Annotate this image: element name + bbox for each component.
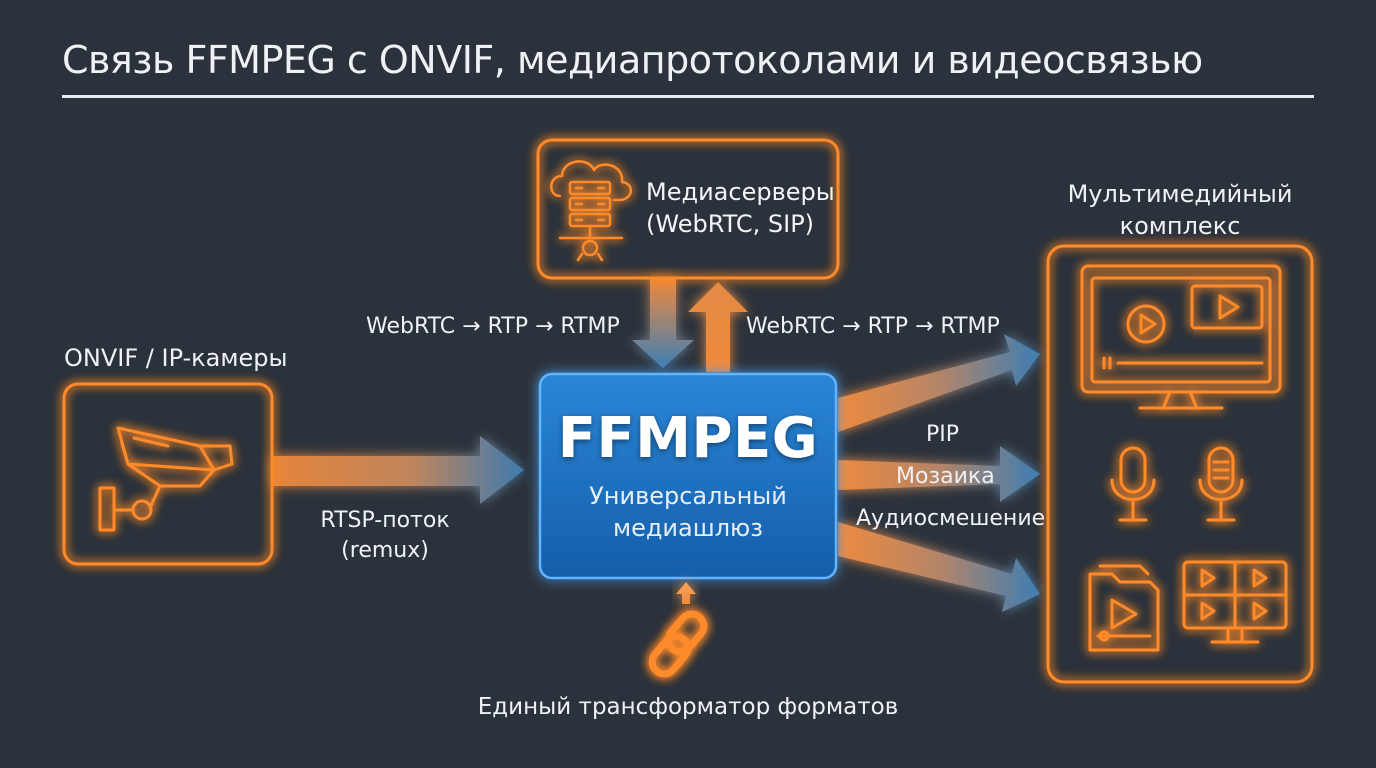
ffmpeg-subtitle-line1: Универсальный (589, 482, 787, 510)
complex-label: Мультимедийный комплекс (1048, 178, 1312, 243)
complex-label-line2: комплекс (1119, 212, 1241, 241)
page-title: Связь FFMPEG с ONVIF, медиапротоколами и… (62, 38, 1203, 82)
complex-label-line1: Мультимедийный (1067, 180, 1293, 208)
mediaserver-label-line2: (WebRTC, SIP) (646, 210, 815, 239)
rtsp-flow-label-line2: (remux) (341, 537, 429, 563)
ffmpeg-title: FFMPEG (557, 406, 819, 471)
webrtc-flow-label-left: WebRTC → RTP → RTMP (366, 314, 620, 339)
video-file-icon (1088, 564, 1160, 652)
arrow-ffmpeg-to-complex-top (838, 334, 1040, 432)
mosaic-label: Мозаика (896, 464, 995, 489)
rtsp-flow-label-line1: RTSP-поток (320, 508, 450, 533)
monitor-play-icon (1080, 264, 1282, 410)
security-camera-icon (98, 426, 234, 532)
cloud-server-icon (550, 160, 632, 262)
arrow-ffmpeg-to-complex-bottom (838, 522, 1040, 612)
arrow-camera-to-ffmpeg (272, 436, 524, 504)
mediaserver-label-line1: Медиасерверы (646, 178, 835, 206)
mediaserver-label: Медиасерверы (WebRTC, SIP) (646, 176, 835, 241)
arrow-mediaserver-to-ffmpeg (632, 278, 694, 368)
arrow-ffmpeg-to-mediaserver (688, 282, 748, 372)
video-grid-icon (1182, 560, 1288, 644)
pip-label: PIP (926, 422, 960, 447)
audio-mix-label: Аудиосмешение (856, 506, 1046, 531)
title-underline (62, 95, 1314, 98)
camera-label: ONVIF / IP-камеры (64, 344, 288, 372)
mediaserver-box (536, 138, 840, 280)
chain-link-icon (648, 610, 708, 678)
ffmpeg-subtitle-line2: медиашлюз (612, 514, 764, 543)
microphone-icon (1110, 446, 1156, 522)
studio-microphone-icon (1198, 446, 1244, 522)
ffmpeg-box (538, 372, 838, 580)
rtsp-flow-label: RTSP-поток (remux) (300, 506, 470, 565)
bottom-caption: Единый трансформатор форматов (477, 694, 899, 720)
complex-box (1046, 244, 1314, 684)
webrtc-flow-label-right: WebRTC → RTP → RTMP (746, 314, 1000, 339)
ffmpeg-subtitle: Универсальный медиашлюз (540, 480, 836, 545)
arrow-ffmpeg-to-complex-middle (838, 446, 1040, 502)
arrow-chain-to-ffmpeg (676, 582, 696, 604)
camera-box (62, 382, 274, 566)
